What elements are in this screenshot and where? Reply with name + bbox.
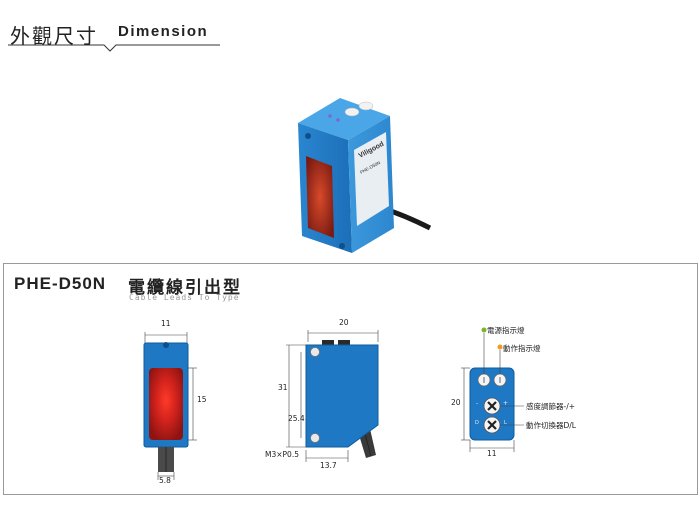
top-width-label: 11 [487, 449, 497, 458]
page-title-zh: 外觀尺寸 [10, 24, 98, 48]
power-led-label: 電源指示燈 [487, 326, 525, 335]
mode-switch-label: 動作切換器D/L [526, 421, 576, 430]
side-view-body [305, 344, 379, 448]
plus-mark: + [503, 400, 509, 407]
top-height-label: 20 [451, 398, 461, 407]
title-underline [8, 44, 220, 52]
front-height-label: 15 [197, 395, 207, 404]
sensitivity-label: 感度調節器-/+ [526, 402, 576, 411]
side-screw-label: M3×P0.5 [265, 450, 299, 459]
page-title-en: Dimension [118, 23, 209, 40]
side-height-label: 31 [278, 383, 288, 392]
side-width-label: 20 [339, 318, 349, 327]
l-mark: L [504, 420, 507, 426]
front-cable-label: 5.8 [159, 476, 171, 485]
type-title-zh: 電纜線引出型 [128, 278, 242, 298]
d-mark: D [475, 420, 479, 426]
product-photo: Viligood PHE-D50N [298, 98, 432, 253]
front-width-label: 11 [161, 319, 171, 328]
model-name: PHE-D50N [14, 274, 107, 293]
front-view-lens [149, 368, 183, 440]
action-led-label: 動作指示燈 [503, 344, 541, 353]
type-title-en: Cable Leads To Type [129, 293, 240, 302]
side-mount-label: 25.4 [288, 414, 305, 423]
minus-mark: - [476, 400, 479, 407]
side-bottom-label: 13.7 [320, 461, 337, 470]
